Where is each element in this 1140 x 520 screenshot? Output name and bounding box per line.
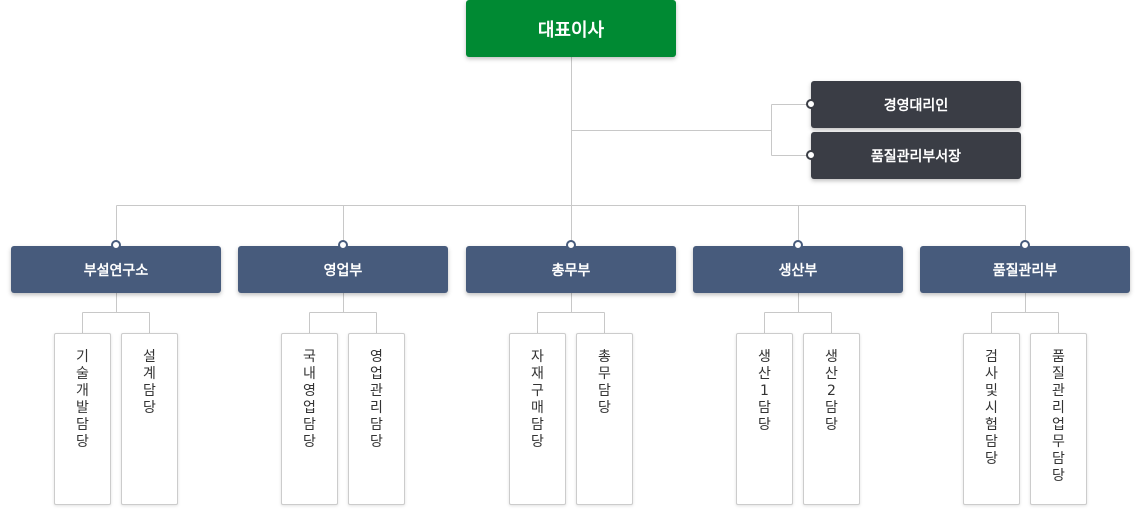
department-connector-dot <box>793 240 803 250</box>
department-box: 부설연구소 <box>11 246 221 293</box>
department-box: 생산부 <box>693 246 903 293</box>
deputy-box: 경영대리인 <box>811 81 1021 128</box>
quality-manager-box: 품질관리부서장 <box>811 132 1021 179</box>
team-box: 국내영업담당 <box>281 333 338 505</box>
team-connectors-1 <box>309 293 377 333</box>
team-label: 자재구매담당 <box>531 349 544 450</box>
department-label: 영업부 <box>323 262 363 279</box>
team-box: 영업관리담당 <box>348 333 405 505</box>
team-box: 설계담당 <box>121 333 178 505</box>
department-connector-dot <box>566 240 576 250</box>
deputy-label: 경영대리인 <box>883 97 949 114</box>
team-label: 영업관리담당 <box>370 349 383 450</box>
team-connectors-3 <box>764 293 832 333</box>
department-connector-dot <box>1020 240 1030 250</box>
department-label: 부설연구소 <box>83 262 149 279</box>
ceo-label: 대표이사 <box>537 19 605 41</box>
team-label: 기술개발담당 <box>76 349 89 450</box>
team-box: 검사및시험담당 <box>963 333 1020 505</box>
team-box: 자재구매담당 <box>509 333 566 505</box>
department-box: 총무부 <box>466 246 676 293</box>
team-connectors-4 <box>991 293 1059 333</box>
deputy-connector-dot <box>806 99 816 109</box>
team-box: 생산1담당 <box>736 333 793 505</box>
team-connectors-2 <box>537 293 605 333</box>
department-box: 영업부 <box>238 246 448 293</box>
department-connector-dot <box>338 240 348 250</box>
team-label: 생산1담당 <box>758 349 771 433</box>
team-label: 설계담당 <box>143 349 156 416</box>
team-box: 생산2담당 <box>803 333 860 505</box>
department-label: 생산부 <box>778 262 818 279</box>
team-box: 총무담당 <box>576 333 633 505</box>
team-label: 총무담당 <box>598 349 611 416</box>
team-label: 국내영업담당 <box>303 349 316 450</box>
department-box: 품질관리부 <box>920 246 1130 293</box>
ceo-box: 대표이사 <box>466 0 676 57</box>
team-label: 검사및시험담당 <box>985 349 998 467</box>
department-connector-dot <box>111 240 121 250</box>
team-label: 품질관리업무담당 <box>1052 349 1065 484</box>
department-label: 품질관리부 <box>992 262 1058 279</box>
team-connectors-0 <box>82 293 150 333</box>
quality-manager-label: 품질관리부서장 <box>870 148 962 165</box>
team-label: 생산2담당 <box>825 349 838 433</box>
team-box: 품질관리업무담당 <box>1030 333 1087 505</box>
quality-manager-connector-dot <box>806 150 816 160</box>
department-label: 총무부 <box>551 262 591 279</box>
team-box: 기술개발담당 <box>54 333 111 505</box>
